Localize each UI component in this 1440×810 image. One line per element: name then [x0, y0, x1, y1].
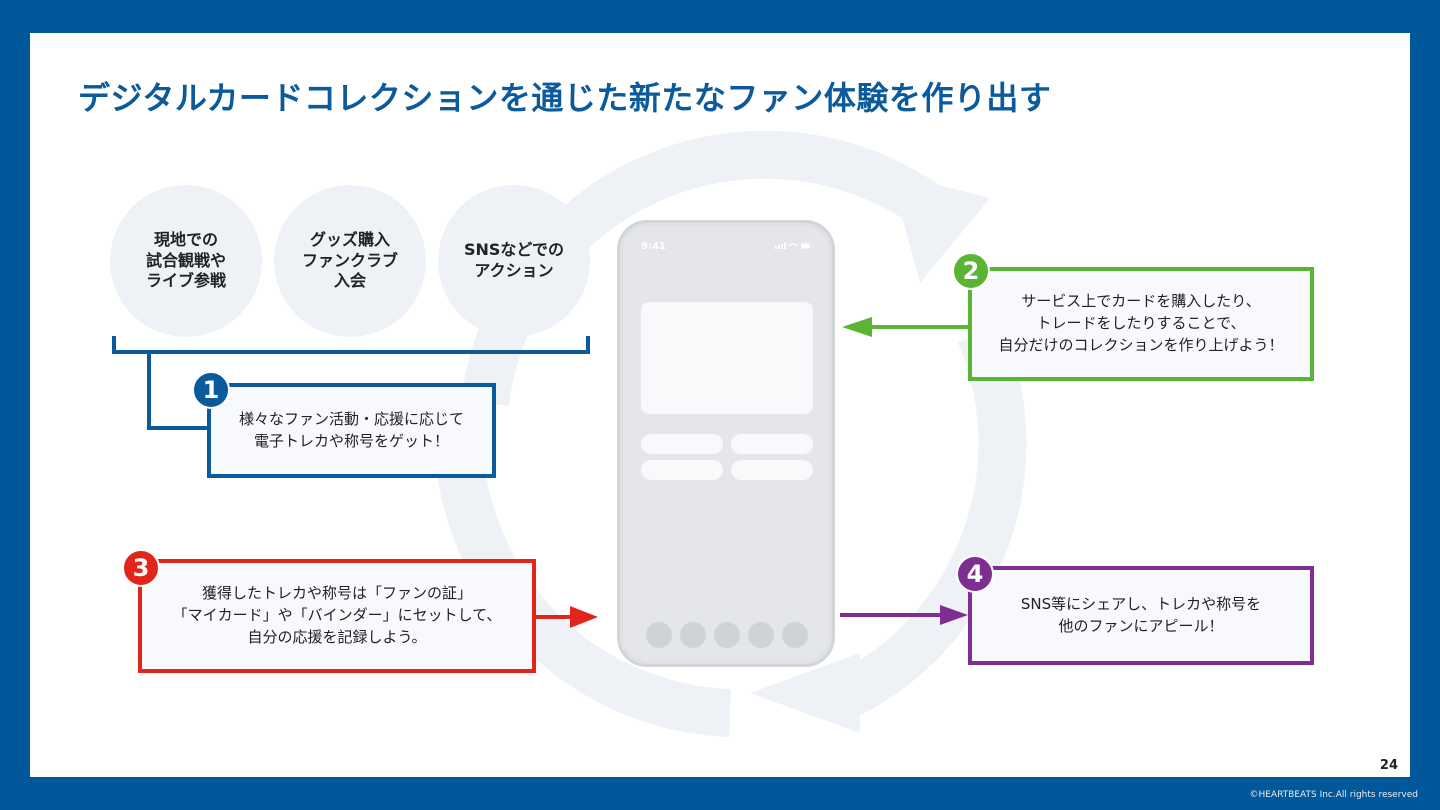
step3-badge: 3	[122, 549, 160, 587]
step4-line: 他のファンにアピール！	[1058, 616, 1224, 635]
circle-line: グッズ購入	[309, 229, 390, 249]
slide: デジタルカードコレクションを通じた新たなファン体験を作り出す 現地での 試合観戦…	[30, 33, 1410, 777]
step3-arrowhead	[570, 606, 598, 628]
circle-goods: グッズ購入 ファンクラブ 入会	[274, 185, 426, 337]
step4-line: SNS等にシェアし、トレカや称号を	[1020, 594, 1262, 613]
phone-screen: 9:41	[623, 226, 829, 661]
step2-box: サービス上でカードを購入したり、 トレードをしたりすることで、 自分だけのコレク…	[968, 267, 1314, 381]
step1-badge: 1	[192, 371, 230, 409]
activity-bracket	[112, 336, 590, 354]
page-number: 24	[1379, 758, 1398, 773]
step4-badge: 4	[956, 555, 994, 593]
step2-line: 自分だけのコレクションを作り上げよう！	[998, 335, 1284, 354]
step2-arrowhead	[842, 317, 872, 337]
circle-line: 現地での	[153, 229, 218, 249]
circle-line: ファンクラブ	[301, 250, 398, 270]
step2-badge: 2	[952, 252, 990, 290]
copyright: ©HEARTBEATS Inc.All rights reserved	[1249, 790, 1418, 800]
circle-line: 入会	[333, 271, 366, 291]
step1-line: 様々なファン活動・応援に応じて	[238, 409, 464, 428]
circle-sns: SNSなどでの アクション	[438, 185, 590, 337]
circle-stadium: 現地での 試合観戦や ライブ参戦	[110, 185, 262, 337]
step1-connector	[147, 354, 207, 430]
step3-line: 自分の応援を記録しよう。	[247, 627, 427, 646]
step1-box: 様々なファン活動・応援に応じて 電子トレカや称号をゲット！	[207, 383, 496, 478]
phone-pill	[641, 434, 723, 454]
phone-card-placeholder	[641, 302, 813, 414]
phone-time: 9:41	[641, 241, 666, 252]
flow-arrows	[536, 317, 970, 628]
phone-status-icons	[775, 243, 810, 249]
step3-box: 獲得したトレカや称号は「ファンの証」 「マイカード」や「バインダー」にセットして…	[138, 559, 536, 673]
phone-dot	[714, 622, 740, 648]
phone-pill	[731, 460, 813, 480]
circle-line: アクション	[474, 261, 554, 280]
phone-pill	[731, 434, 813, 454]
phone-pill	[641, 460, 723, 480]
circle-line: ライブ参戦	[145, 271, 226, 291]
circle-line: 試合観戦や	[145, 250, 226, 270]
phone-dot	[646, 622, 672, 648]
step1-line: 電子トレカや称号をゲット！	[253, 431, 449, 450]
step3-line: 獲得したトレカや称号は「ファンの証」	[201, 584, 472, 603]
phone-dot	[782, 622, 808, 648]
step2-line: トレードをしたりすることで、	[1036, 314, 1246, 333]
phone-mockup: 9:41	[617, 220, 835, 667]
step4-box: SNS等にシェアし、トレカや称号を 他のファンにアピール！	[968, 566, 1314, 665]
step4-arrowhead	[940, 605, 968, 625]
page-title: デジタルカードコレクションを通じた新たなファン体験を作り出す	[78, 79, 1052, 117]
step2-line: サービス上でカードを購入したり、	[1021, 292, 1261, 311]
step3-line: 「マイカード」や「バインダー」にセットして、	[172, 606, 502, 625]
phone-dot	[748, 622, 774, 648]
phone-dot	[680, 622, 706, 648]
circle-line: SNSなどでの	[463, 240, 565, 260]
